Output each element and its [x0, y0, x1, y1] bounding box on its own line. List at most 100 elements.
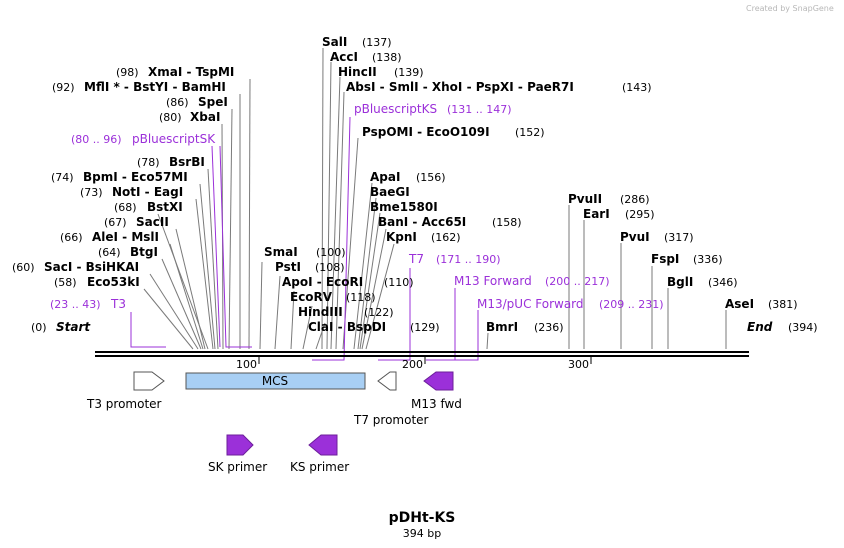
ruler-tick-200: 200 — [402, 358, 423, 371]
site-eari-pos: (295) — [625, 208, 655, 221]
site-hincii-pos: (139) — [394, 66, 424, 79]
leader-line — [195, 198, 214, 350]
m13-fwd-arrow — [423, 371, 454, 391]
leader-line — [315, 322, 326, 350]
watermark-text: Created by SnapGene — [746, 4, 834, 13]
site-pspomi-label: PspOMI - EcoO109I — [362, 125, 490, 139]
site-asei-pos: (381) — [768, 298, 798, 311]
site-bani-pos: (158) — [492, 216, 522, 229]
site-noti-label: NotI - EagI — [112, 185, 183, 199]
dna-backbone — [95, 351, 749, 357]
primer-t7-label: T7 — [408, 252, 424, 266]
site-btgi-pos: (64) — [98, 246, 121, 259]
site-bstxi-pos: (68) — [114, 201, 137, 214]
site-hindiii-pos: (122) — [364, 306, 394, 319]
site-absi-label: AbsI - SmlI - XhoI - PspXI - PaeR7I — [346, 80, 574, 94]
site-ecorv-label: EcoRV — [290, 290, 333, 304]
site-end-pos: (394) — [788, 321, 818, 334]
site-bstxi-label: BstXI — [147, 200, 183, 214]
mcs-box — [185, 372, 366, 390]
leader-line — [486, 332, 489, 350]
site-pvui-pos: (317) — [664, 231, 694, 244]
site-bgli-pos: (346) — [708, 276, 738, 289]
t7-promoter-label: T7 promoter — [353, 413, 429, 427]
snapgene-watermark: Created by SnapGene — [746, 4, 834, 13]
site-bpmi-pos: (74) — [51, 171, 74, 184]
ruler-tick-300: 300 — [568, 358, 589, 371]
site-apai-label: ApaI — [370, 170, 400, 184]
leader-line — [219, 145, 252, 348]
leader-line — [302, 305, 313, 350]
leader-line — [143, 288, 194, 350]
leader-line — [312, 116, 351, 361]
site-xmai-label: XmaI - TspMI — [148, 65, 234, 79]
t3-promoter-label: T3 promoter — [86, 397, 162, 411]
sk-primer-label: SK primer — [208, 460, 267, 474]
site-apoi-label: ApoI - EcoRI — [282, 275, 363, 289]
site-ecorv-pos: (118) — [346, 291, 376, 304]
leader-line — [290, 290, 295, 350]
site-btgi-label: BtgI — [130, 245, 158, 259]
site-kpni-label: KpnI — [386, 230, 417, 244]
t3-promoter-arrow — [133, 371, 165, 391]
site-pvuii-label: PvuII — [568, 192, 602, 206]
ks-primer-arrow — [308, 434, 338, 456]
site-saci-label: SacI - BsiHKAI — [44, 260, 139, 274]
site-sacii-pos: (67) — [104, 216, 127, 229]
leader-line — [357, 197, 377, 350]
site-asei-label: AseI — [725, 297, 754, 311]
plasmid-length: 394 bp — [403, 527, 441, 540]
site-alei-pos: (66) — [60, 231, 83, 244]
sk-primer-arrow — [226, 434, 254, 456]
primer-m13puc-range: (209 .. 231) — [599, 298, 664, 311]
site-pspomi-pos: (152) — [515, 126, 545, 139]
site-hincii-label: HincII — [338, 65, 377, 79]
site-bsrbi-label: BsrBI — [169, 155, 205, 169]
leader-line — [175, 228, 206, 350]
site-bme1580i-label: Bme1580I — [370, 200, 438, 214]
ks-primer-label: KS primer — [290, 460, 349, 474]
site-pvui-label: PvuI — [620, 230, 650, 244]
leader-line — [228, 108, 233, 350]
leader-line — [248, 78, 251, 350]
site-clai-label: ClaI - BspDI — [308, 320, 386, 334]
site-eari-label: EarI — [583, 207, 610, 221]
site-eco53ki-label: Eco53kI — [87, 275, 140, 289]
site-smai-pos: (100) — [316, 246, 346, 259]
primer-m13f-label: M13 Forward — [454, 274, 532, 288]
site-apai-pos: (156) — [416, 171, 446, 184]
site-xmai-pos: (98) — [116, 66, 139, 79]
site-labels: (0) Start End (394) (58) Eco53kI (60) Sa… — [12, 35, 818, 334]
site-smai-label: SmaI — [264, 245, 298, 259]
primer-t3-range: (23 .. 43) — [50, 298, 101, 311]
site-sali-label: SalI — [322, 35, 347, 49]
leader-line — [259, 261, 263, 350]
m13-fwd-label: M13 fwd — [411, 397, 462, 411]
leader-line — [321, 47, 324, 350]
leader-line — [130, 312, 166, 348]
primer-ks-range: (131 .. 147) — [447, 103, 512, 116]
site-kpni-pos: (162) — [431, 231, 461, 244]
leader-line — [365, 243, 395, 350]
leader-line — [378, 268, 411, 361]
site-pvuii-pos: (286) — [620, 193, 650, 206]
leader-line — [211, 145, 221, 348]
site-absi-pos: (143) — [622, 81, 652, 94]
leader-line — [442, 310, 479, 361]
leader-line — [326, 61, 332, 350]
site-bmri-label: BmrI — [486, 320, 518, 334]
primer-t7-range: (171 .. 190) — [436, 253, 501, 266]
site-bgli-label: BglI — [667, 275, 693, 289]
site-apoi-pos: (110) — [384, 276, 414, 289]
primer-sk-label: pBluescriptSK — [132, 132, 216, 146]
site-spei-pos: (86) — [166, 96, 189, 109]
primer-m13f-range: (200 .. 217) — [545, 275, 610, 288]
site-bsrbi-pos: (78) — [137, 156, 160, 169]
site-sali-pos: (137) — [362, 36, 392, 49]
primer-t3-label: T3 — [110, 297, 126, 311]
site-xbai-pos: (80) — [159, 111, 182, 124]
site-bmri-pos: (236) — [534, 321, 564, 334]
site-psti-label: PstI — [275, 260, 301, 274]
site-acci-pos: (138) — [372, 51, 402, 64]
